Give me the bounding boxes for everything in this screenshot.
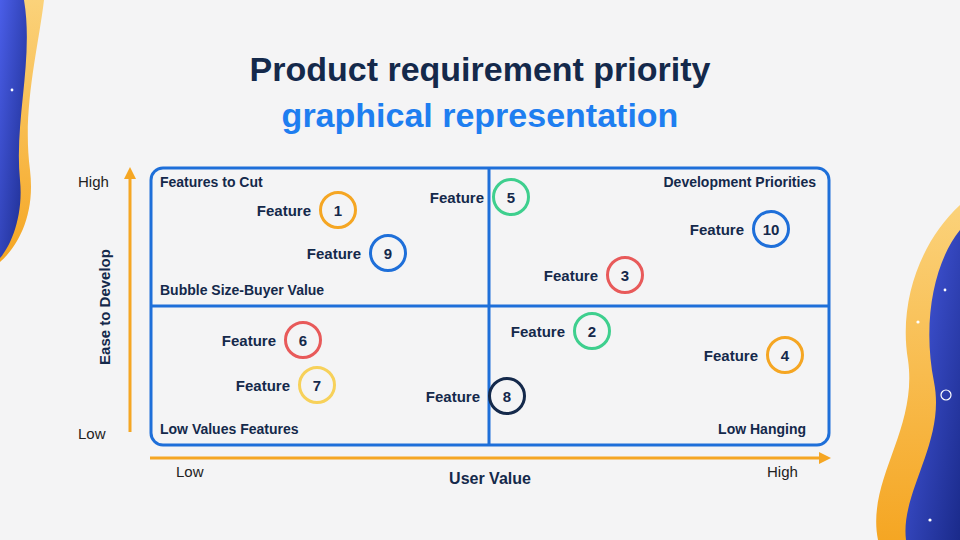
feature-label: Feature <box>257 202 311 219</box>
quadrant-title: Low Values Features <box>160 421 299 437</box>
star <box>928 518 931 521</box>
feature-bubble: Feature 1 <box>257 191 357 229</box>
feature-label: Feature <box>426 388 480 405</box>
feature-circle: 7 <box>298 366 336 404</box>
feature-circle: 4 <box>766 336 804 374</box>
feature-circle: 5 <box>492 178 530 216</box>
axis-tick: High <box>767 463 798 480</box>
quadrant-title: Features to Cut <box>160 174 263 190</box>
feature-label: Feature <box>704 347 758 364</box>
quadrant-note: Bubble Size-Buyer Value <box>160 282 324 298</box>
feature-circle: 2 <box>573 312 611 350</box>
axis-title: User Value <box>449 470 531 488</box>
feature-number: 6 <box>299 332 307 349</box>
feature-label: Feature <box>544 267 598 284</box>
star <box>944 289 947 292</box>
feature-circle: 6 <box>284 321 322 359</box>
axis-title: Ease to Develop <box>96 249 113 365</box>
feature-number: 3 <box>621 267 629 284</box>
blue-wave <box>905 230 960 540</box>
orange-wave <box>876 205 960 540</box>
feature-bubble: Feature 4 <box>704 336 804 374</box>
quadrant: Development PrioritiesFeature5Feature10F… <box>489 169 828 306</box>
feature-bubble: Feature 3 <box>544 256 644 294</box>
feature-label: Feature <box>307 245 361 262</box>
axis-tick: Low <box>78 425 106 442</box>
feature-number: 2 <box>588 323 596 340</box>
feature-number: 9 <box>384 245 392 262</box>
axis-tick: Low <box>176 463 204 480</box>
feature-circle: 3 <box>606 256 644 294</box>
feature-label: Feature <box>236 377 290 394</box>
subtitle: graphical representation <box>0 96 960 135</box>
feature-label: Feature <box>222 332 276 349</box>
feature-number: 4 <box>781 347 789 364</box>
feature-number: 10 <box>763 221 780 238</box>
feature-label: Feature <box>511 323 565 340</box>
matrix-frame <box>151 168 829 445</box>
quadrant-title: Low Hanging <box>718 421 806 437</box>
quadrant: Low HangingFeature2Feature4Feature8 <box>489 306 828 443</box>
feature-bubble: Feature 8 <box>426 377 526 415</box>
feature-bubble: Feature 2 <box>511 312 611 350</box>
arrow-head <box>124 167 136 179</box>
swirl <box>941 390 951 400</box>
feature-bubble: Feature 9 <box>307 234 407 272</box>
feature-bubble: Feature 10 <box>690 210 790 248</box>
axis-tick: High <box>78 173 109 190</box>
feature-circle: 10 <box>752 210 790 248</box>
feature-circle: 9 <box>369 234 407 272</box>
quadrant: Low Values FeaturesFeature6Feature7 <box>152 306 489 443</box>
arrow-head <box>819 452 831 464</box>
x-axis <box>150 457 820 460</box>
feature-number: 7 <box>313 377 321 394</box>
blue-wave <box>0 0 27 258</box>
feature-number: 8 <box>503 388 511 405</box>
quadrant-title: Development Priorities <box>664 174 817 190</box>
star <box>916 320 919 323</box>
feature-label: Feature <box>690 221 744 238</box>
y-axis <box>129 178 132 432</box>
feature-label: Feature <box>430 189 484 206</box>
feature-bubble: Feature 7 <box>236 366 336 404</box>
feature-number: 5 <box>507 189 515 206</box>
orange-wave <box>0 0 44 262</box>
feature-circle: 1 <box>319 191 357 229</box>
feature-circle: 8 <box>488 377 526 415</box>
title: Product requirement priority <box>0 50 960 89</box>
star <box>11 89 14 92</box>
divider <box>151 305 829 308</box>
feature-number: 1 <box>334 202 342 219</box>
feature-bubble: Feature 5 <box>430 178 530 216</box>
feature-bubble: Feature 6 <box>222 321 322 359</box>
